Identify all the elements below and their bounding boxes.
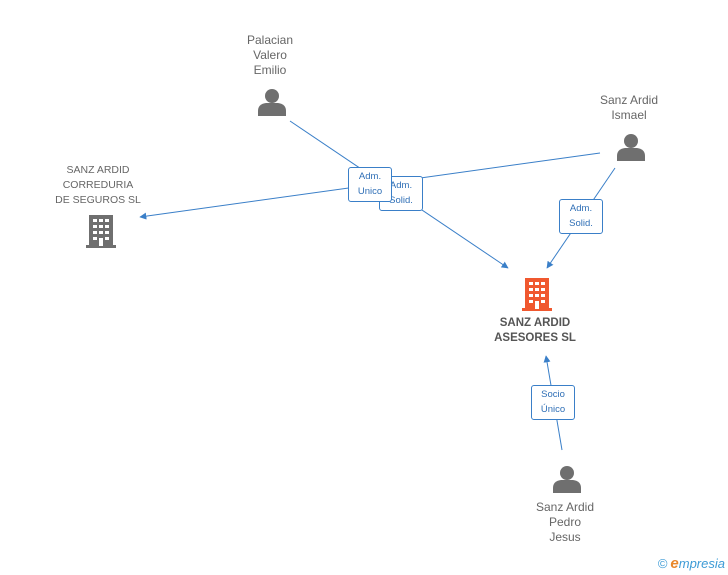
label-line: Emilio <box>253 63 287 77</box>
edge-role-line: Adm. <box>389 180 413 191</box>
node-label-pedro[interactable]: Sanz Ardid Pedro Jesus <box>520 500 610 545</box>
label-line: Valero <box>253 48 287 62</box>
edge-role-socio-unico[interactable]: Socio Único <box>531 385 575 420</box>
person-icon[interactable] <box>258 89 286 116</box>
label-line: SANZ ARDID <box>499 317 571 329</box>
main-building-icon[interactable] <box>522 278 552 311</box>
label-line: CORREDURIA <box>62 179 134 191</box>
edge-role-line: Unico <box>357 186 383 197</box>
brand-logo-initial: e <box>670 555 679 572</box>
edge-role-line: Único <box>540 404 566 415</box>
empresia-watermark: ©empresia <box>658 555 725 572</box>
label-line: SANZ ARDID <box>66 164 130 176</box>
copyright-icon: © <box>657 556 668 571</box>
label-line: Sanz Ardid <box>599 93 659 107</box>
edge-role-line: Adm. <box>358 171 382 182</box>
building-icon[interactable] <box>86 215 116 248</box>
node-label-palacian[interactable]: Palacian Valero Emilio <box>225 33 315 78</box>
node-label-ismael[interactable]: Sanz Ardid Ismael <box>584 93 674 123</box>
node-label-correduria[interactable]: SANZ ARDID CORREDURIA DE SEGUROS SL <box>48 163 148 208</box>
label-line: Ismael <box>611 108 647 122</box>
person-icon[interactable] <box>553 466 581 493</box>
edge-role-line: Solid. <box>569 218 593 229</box>
label-line: Pedro <box>548 515 582 529</box>
edge-role-line: Adm. <box>569 203 593 214</box>
edge-role-adm-unico[interactable]: Adm. Unico <box>348 167 392 202</box>
node-label-asesores[interactable]: SANZ ARDID ASESORES SL <box>480 316 590 346</box>
label-line: ASESORES SL <box>494 332 576 344</box>
edge-role-line: Socio <box>541 389 565 400</box>
edge-role-line: Solid. <box>389 195 413 206</box>
label-line: DE SEGUROS SL <box>55 194 141 206</box>
brand-logo-text: mpresia <box>678 556 725 571</box>
label-line: Palacian <box>246 33 294 47</box>
label-line: Jesus <box>549 530 581 544</box>
edge-role-adm-solid-ismael[interactable]: Adm. Solid. <box>559 199 603 234</box>
label-line: Sanz Ardid <box>535 500 595 514</box>
person-icon[interactable] <box>617 134 645 161</box>
